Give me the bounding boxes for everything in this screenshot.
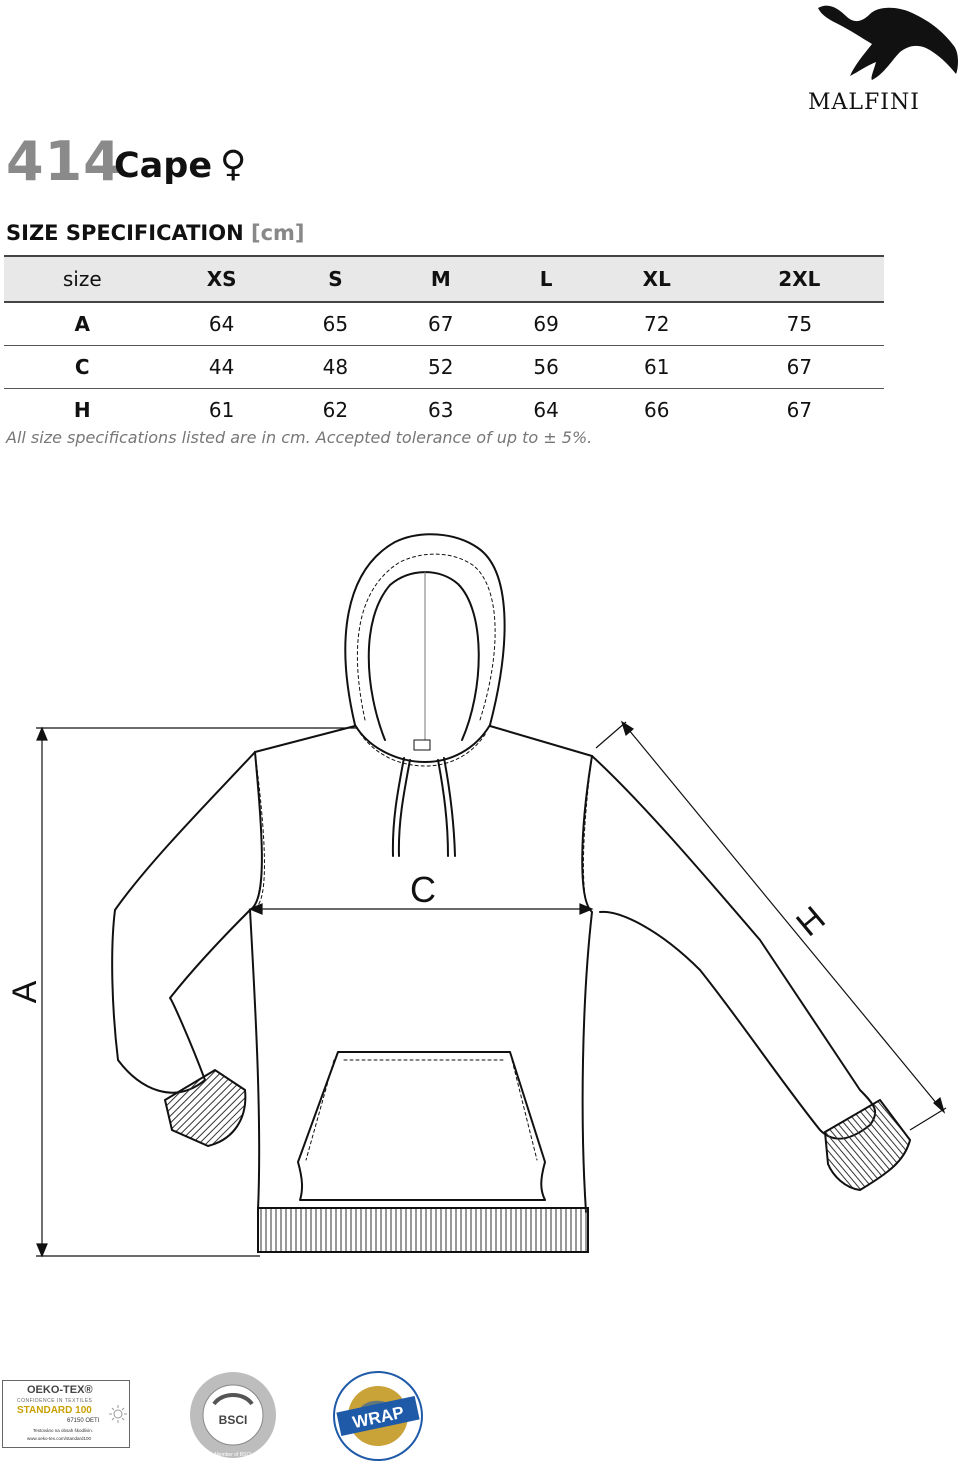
table-cell: 44 [160, 345, 283, 389]
oeko-title: OEKO-TEX® [27, 1384, 93, 1396]
table-header-cell: S [282, 255, 389, 303]
bsci-badge: BSCI Member of BSCI [190, 1372, 276, 1458]
table-cell: 72 [598, 302, 715, 346]
table-header-cell: size [4, 255, 161, 303]
hood-outline [344, 533, 506, 726]
right-sleeve [591, 755, 877, 1140]
table-cell: 66 [644, 398, 670, 422]
table-cell: 48 [282, 345, 389, 389]
model-number: 414 [6, 130, 122, 193]
table-cell: 64 [160, 302, 283, 346]
table-header-cell: XS [160, 255, 283, 303]
label-c: C [410, 869, 436, 910]
left-sleeve [111, 751, 256, 1094]
spec-unit: [cm] [250, 221, 305, 245]
left-cuff [163, 1068, 247, 1148]
kangaroo-pocket [297, 1051, 546, 1201]
wrap-badge: WRAP [333, 1371, 423, 1461]
brand-logo: MALFINI [800, 0, 969, 120]
table-cell: 62 [322, 398, 349, 422]
measure-h [595, 720, 947, 1131]
sun-icon [109, 1405, 127, 1423]
table-cell: 61 [208, 398, 235, 422]
row-label: H [73, 398, 91, 422]
body-left-side [249, 751, 263, 1211]
table-header-row: size XS S M L XL 2XL [4, 255, 884, 303]
eagle-logo-icon [818, 5, 958, 80]
table-row: A 64 65 67 69 72 75 [4, 302, 884, 346]
oeko-code: 67150 OETI [67, 1418, 100, 1424]
female-icon: ♀ [220, 144, 247, 185]
table-cell: 65 [282, 302, 389, 346]
table-header-cell: M [388, 255, 494, 303]
table-row: H 61 62 63 64 66 67 [4, 389, 884, 432]
table-cell: 64 [533, 398, 559, 422]
table-row: C 44 48 52 56 61 67 [4, 345, 884, 389]
table-header-cell: 2XL [714, 255, 884, 303]
brand-name: MALFINI [808, 90, 920, 115]
oeko-standard: STANDARD 100 [17, 1405, 92, 1416]
table-cell: 69 [493, 302, 599, 346]
table-cell: 56 [493, 345, 599, 389]
table-header-cell: XL [598, 255, 715, 303]
measure-c [248, 903, 594, 915]
table-cell: 67 [388, 302, 494, 346]
table-cell: 67 [786, 398, 813, 422]
certifications: OEKO-TEX® CONFIDENCE IN TEXTILES STANDAR… [0, 1365, 969, 1464]
row-label: C [4, 345, 161, 389]
hoodie-diagram: A C H [6, 533, 947, 1258]
table-header-cell: L [493, 255, 599, 303]
right-cuff [823, 1098, 912, 1192]
model-name: Cape [114, 146, 213, 186]
tolerance-note: All size specifications listed are in cm… [6, 428, 593, 447]
row-label: A [4, 302, 161, 346]
hood-opening [367, 571, 480, 741]
measure-a [36, 726, 358, 1258]
size-table: size XS S M L XL 2XL A 64 65 67 69 72 75… [4, 255, 884, 431]
table-cell: 75 [714, 302, 884, 346]
oeko-line2: www.oeko-tex.com/standard100 [27, 1436, 92, 1441]
body-right-side [581, 755, 593, 1213]
spec-heading-text: SIZE SPECIFICATION [6, 221, 244, 245]
oeko-tex-badge: OEKO-TEX® CONFIDENCE IN TEXTILES STANDAR… [2, 1380, 130, 1448]
table-cell: 63 [428, 398, 454, 422]
table-cell: 52 [388, 345, 494, 389]
bsci-member: Member of BSCI [215, 1452, 252, 1458]
hem-rib [257, 1207, 589, 1253]
label-h: H [789, 899, 832, 944]
oeko-line1: Testováno na obsah škodlivin. [33, 1428, 94, 1433]
oeko-subtitle: CONFIDENCE IN TEXTILES [17, 1398, 93, 1404]
table-cell: 67 [714, 345, 884, 389]
label-a: A [6, 980, 44, 1003]
spec-heading: SIZE SPECIFICATION [cm] [6, 221, 305, 245]
table-cell: 61 [598, 345, 715, 389]
bsci-name: BSCI [219, 1413, 248, 1427]
